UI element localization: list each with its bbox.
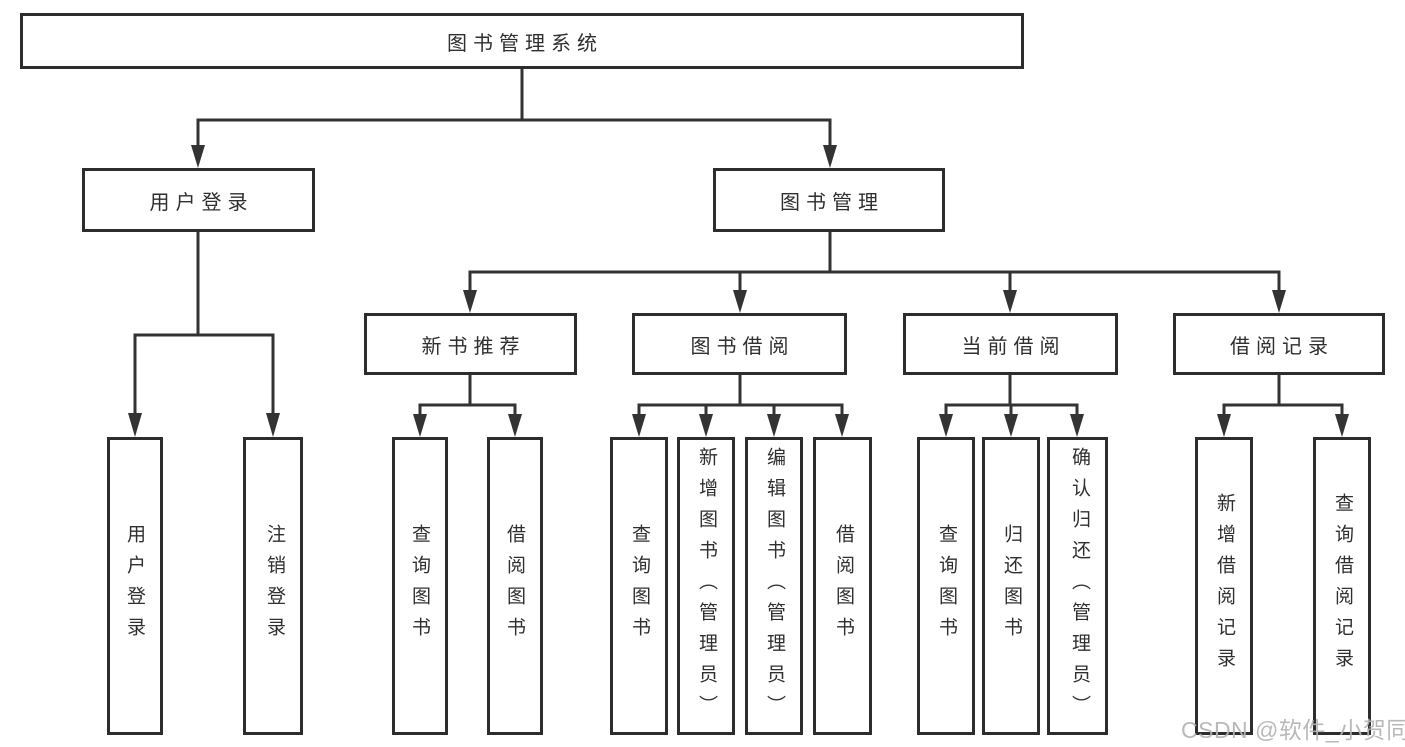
arrowhead — [463, 290, 477, 313]
node-current-borrowing: 当前借阅 — [903, 313, 1118, 375]
node-add-book-admin: 新增图书（管理员） — [677, 437, 735, 735]
csdn-watermark: CSDN @软件_小贺同学 — [1181, 717, 1405, 743]
arrowhead — [191, 145, 205, 168]
connector-book-borrowing-to-children — [632, 375, 849, 437]
node-book-borrowing: 图书借阅 — [632, 313, 847, 375]
node-borrowing-records: 借阅记录 — [1173, 313, 1385, 375]
arrowhead — [733, 290, 747, 313]
arrowhead — [767, 414, 781, 437]
node-query-book-borrowing: 查询图书 — [610, 437, 668, 735]
node-borrow-book-recommend: 借阅图书 — [487, 437, 543, 735]
connector-new-book-recommendation-to-children — [413, 375, 522, 437]
connector-user-login-to-children — [128, 232, 280, 437]
node-confirm-return-admin: 确认归还（管理员） — [1047, 437, 1108, 735]
connector-root-to-level2 — [191, 69, 837, 168]
node-query-borrow-record: 查询借阅记录 — [1313, 437, 1371, 735]
arrowhead — [1217, 414, 1231, 437]
arrowhead — [939, 414, 953, 437]
connector-book-management-to-level3 — [463, 232, 1286, 313]
arrowhead — [699, 414, 713, 437]
arrowhead — [1004, 414, 1018, 437]
connector-current-borrowing-to-children — [939, 375, 1084, 437]
node-query-book-recommend: 查询图书 — [392, 437, 448, 735]
arrowhead — [1272, 290, 1286, 313]
arrowhead — [632, 414, 646, 437]
arrowhead — [1070, 414, 1084, 437]
node-user-login-action: 用户登录 — [107, 437, 163, 735]
node-book-management: 图书管理 — [713, 168, 945, 232]
arrowhead — [413, 414, 427, 437]
arrowhead — [1335, 414, 1349, 437]
arrowhead — [835, 414, 849, 437]
node-logout-action: 注销登录 — [243, 437, 303, 735]
node-return-book: 归还图书 — [982, 437, 1040, 735]
node-borrow-book-borrowing: 借阅图书 — [813, 437, 872, 735]
arrowhead — [823, 145, 837, 168]
arrowhead — [508, 414, 522, 437]
node-edit-book-admin: 编辑图书（管理员） — [745, 437, 803, 735]
arrowhead — [128, 413, 142, 437]
arrowhead — [266, 413, 280, 437]
node-new-book-recommendation: 新书推荐 — [364, 313, 577, 375]
connector-borrowing-records-to-children — [1217, 375, 1349, 437]
node-add-borrow-record: 新增借阅记录 — [1195, 437, 1253, 735]
arrowhead — [1003, 290, 1017, 313]
node-user-login: 用户登录 — [82, 168, 315, 232]
node-library-management-system: 图书管理系统 — [20, 13, 1024, 69]
node-query-book-current: 查询图书 — [917, 437, 975, 735]
